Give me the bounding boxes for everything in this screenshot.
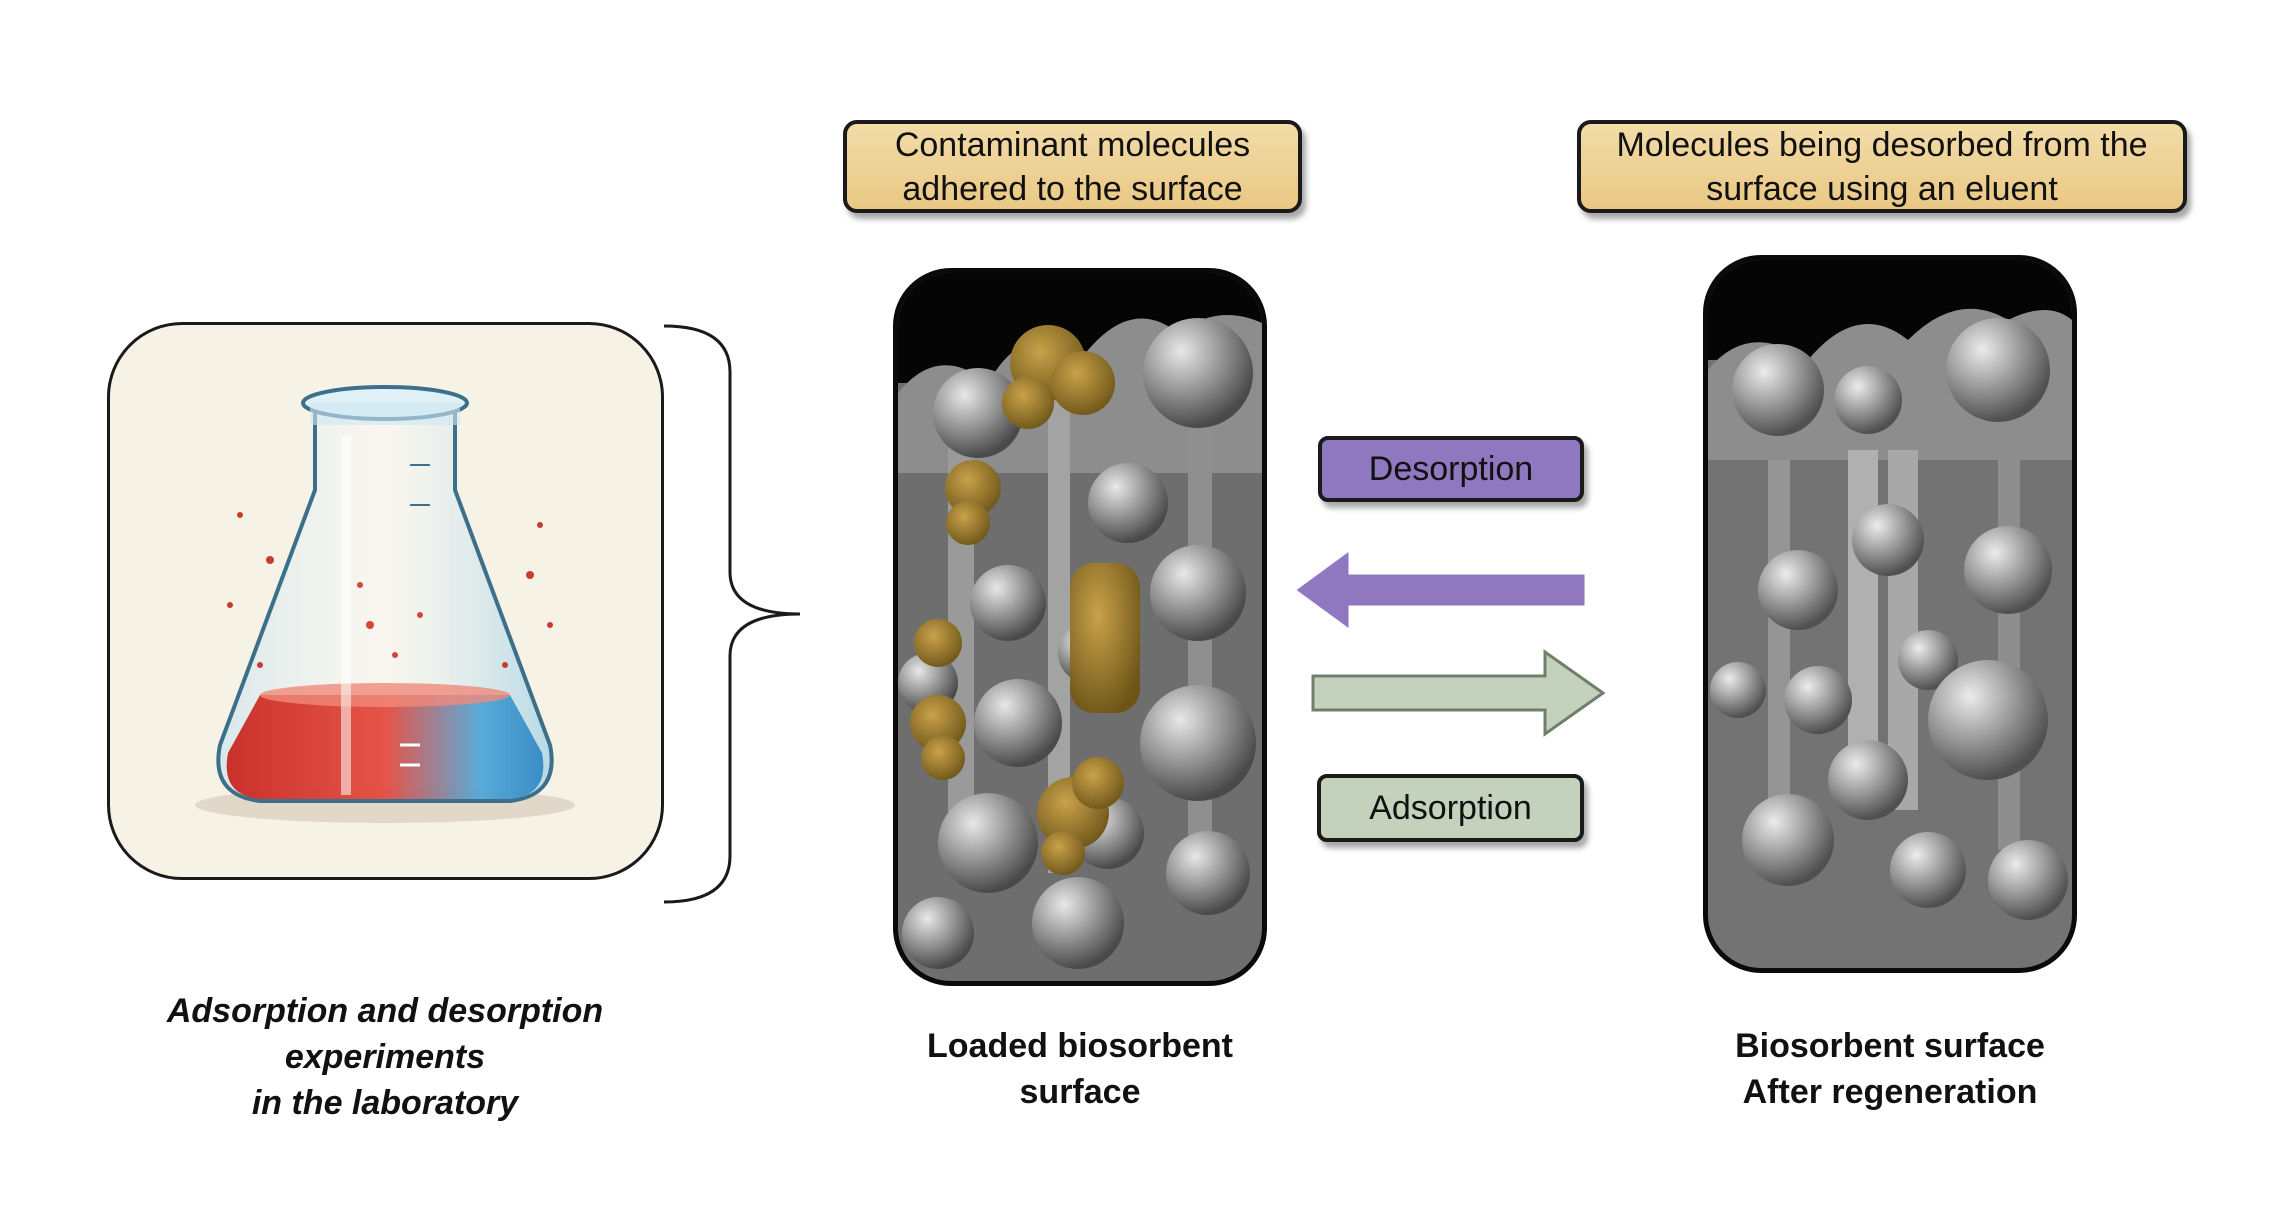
adsorption-label: Adsorption: [1317, 774, 1584, 842]
lab-caption-line-3: in the laboratory: [251, 1084, 519, 1122]
callout-desorbed-text: Molecules being desorbed from the surfac…: [1616, 125, 2148, 208]
lab-caption-line-1: Adsorption and desorption: [166, 992, 604, 1030]
loaded-caption-line-2: surface: [1019, 1073, 1141, 1111]
lab-caption-line-2: experiments: [284, 1038, 486, 1076]
regen-caption-line-2: After regeneration: [1742, 1073, 2038, 1111]
regen-caption-line-1: Biosorbent surface: [1735, 1027, 2045, 1065]
callout-contaminant-molecules: Contaminant molecules adhered to the sur…: [843, 120, 1302, 213]
arrow-left-icon: [1291, 546, 1588, 634]
erlenmeyer-flask-icon: [195, 385, 575, 823]
sem-micrograph-loaded: [898, 273, 1262, 981]
loaded-surface-caption: Loaded biosorbent surface: [880, 1023, 1280, 1115]
arrow-right-icon: [1311, 649, 1606, 737]
adsorption-text: Adsorption: [1369, 788, 1532, 827]
callout-desorbed-molecules: Molecules being desorbed from the surfac…: [1577, 120, 2187, 213]
loaded-caption-line-1: Loaded biosorbent: [927, 1027, 1233, 1065]
callout-contaminant-text: Contaminant molecules adhered to the sur…: [894, 125, 1251, 208]
regenerated-surface-caption: Biosorbent surface After regeneration: [1690, 1023, 2090, 1115]
desorption-label: Desorption: [1318, 436, 1584, 502]
lab-experiments-caption: Adsorption and desorption experiments in…: [150, 988, 620, 1126]
loaded-surface-image: [893, 268, 1267, 986]
right-curly-brace: [663, 324, 801, 904]
regenerated-surface-image: [1703, 255, 2077, 973]
sem-micrograph-regenerated: [1708, 260, 2072, 968]
flask-illustration-frame: [107, 322, 664, 880]
desorption-text: Desorption: [1368, 449, 1534, 488]
